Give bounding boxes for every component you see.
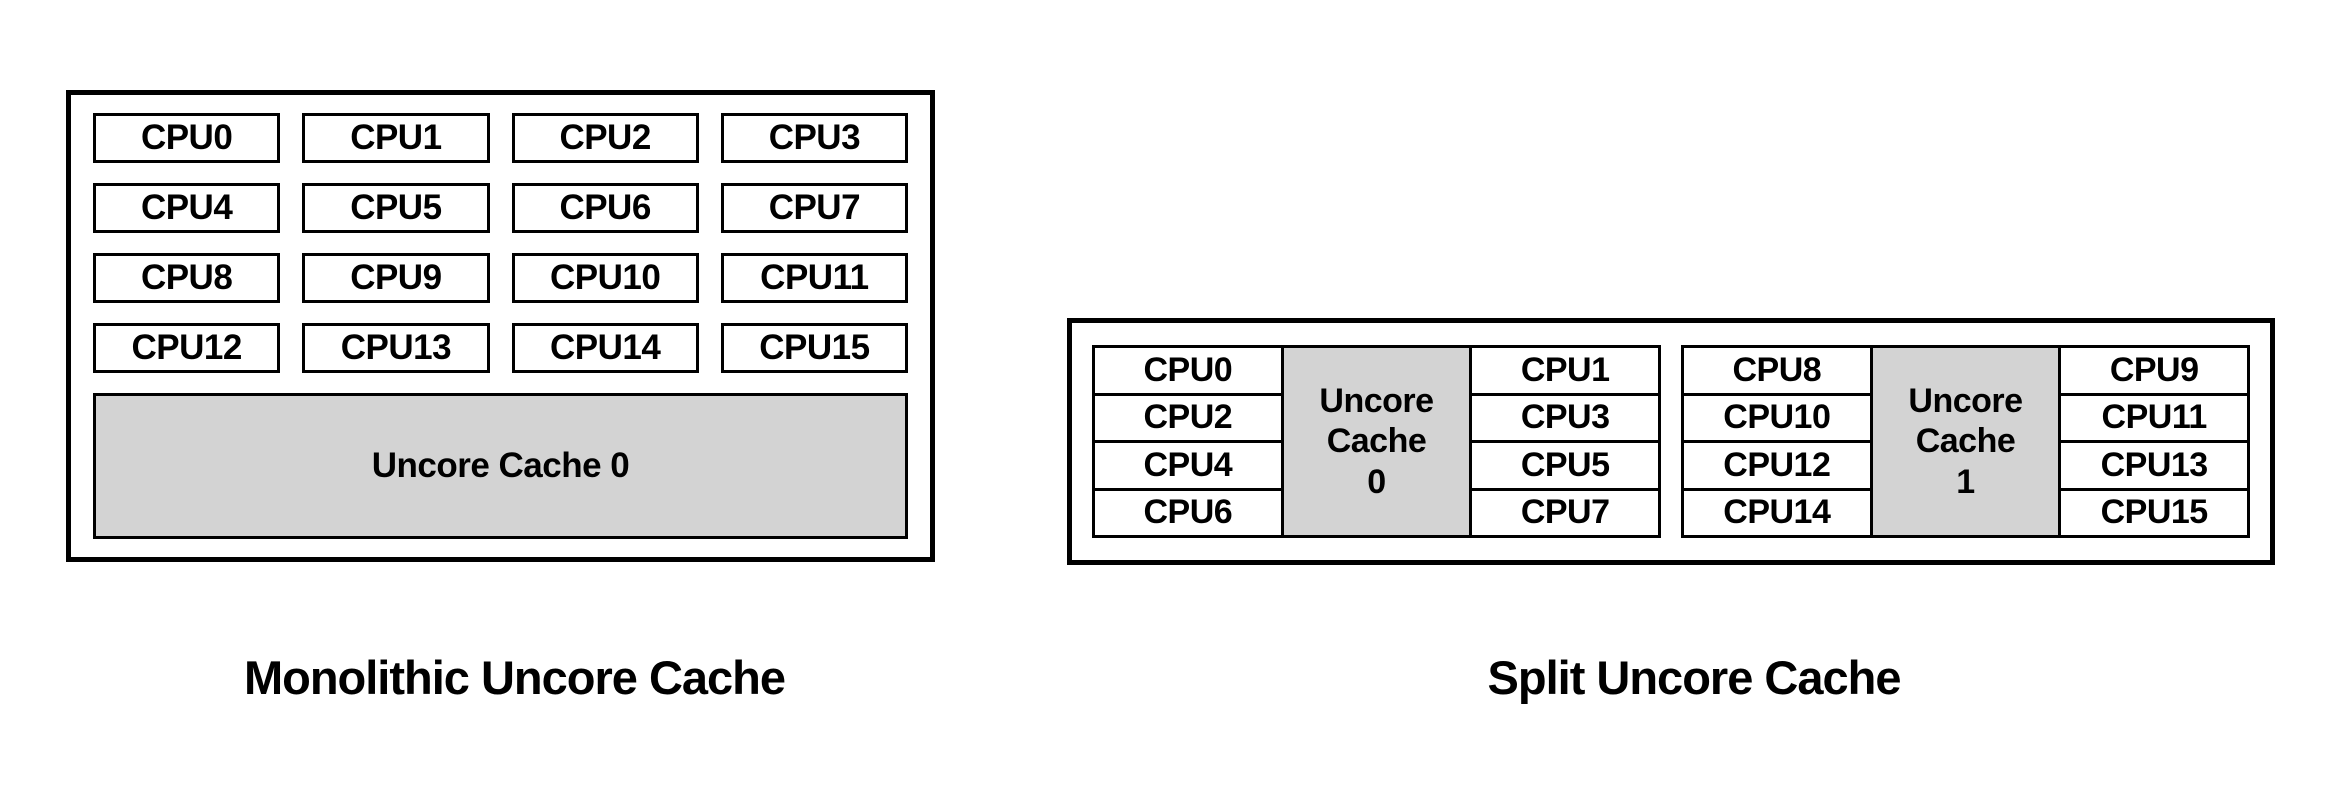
cpu-cell: CPU2 xyxy=(1095,395,1281,440)
cpu-cell: CPU15 xyxy=(2061,490,2247,535)
cpu-cell: CPU6 xyxy=(1095,490,1281,535)
uncore-cache-label-line: Cache xyxy=(1326,422,1427,461)
cpu-box: CPU3 xyxy=(720,113,908,163)
cpu-cell: CPU14 xyxy=(1684,490,1870,535)
monolithic-caption: Monolithic Uncore Cache xyxy=(243,651,786,704)
cpu-cell: CPU5 xyxy=(1472,443,1658,488)
cpu-box: CPU2 xyxy=(511,113,699,163)
cpu-cell: CPU4 xyxy=(1095,443,1281,488)
cpu-box: CPU12 xyxy=(93,323,281,373)
cpu-box: CPU9 xyxy=(302,253,490,303)
cpu-box: CPU8 xyxy=(93,253,281,303)
cpu-cell: CPU7 xyxy=(1472,490,1658,535)
cpu-cell: CPU8 xyxy=(1684,348,1870,393)
cpu-box: CPU13 xyxy=(302,323,490,373)
uncore-cache-label-line: Uncore xyxy=(1319,382,1434,421)
cpu-cell: CPU9 xyxy=(2061,348,2247,393)
cpu-box: CPU5 xyxy=(302,183,490,233)
cpu-cell: CPU10 xyxy=(1684,395,1870,440)
cpu-cell: CPU3 xyxy=(1472,395,1658,440)
uncore-cache-0-box: Uncore Cache 0 xyxy=(93,393,908,539)
uncore-cache-0-label: Uncore Cache 0 xyxy=(371,446,630,485)
cpu-box: CPU14 xyxy=(511,323,699,373)
uncore-cache-label-line: 1 xyxy=(1956,462,1975,501)
cpu-box: CPU15 xyxy=(720,323,908,373)
uncore-cache-label-line: Cache xyxy=(1915,422,2016,461)
cpu-box: CPU7 xyxy=(720,183,908,233)
cpu-cell: CPU11 xyxy=(2061,395,2247,440)
uncore-cache-label-line: 0 xyxy=(1367,462,1386,501)
uncore-cache-label-line: Uncore xyxy=(1908,382,2023,421)
cpu-box: CPU0 xyxy=(93,113,281,163)
cpu-box: CPU10 xyxy=(511,253,699,303)
cpu-cell: CPU12 xyxy=(1684,443,1870,488)
cpu-cell: CPU1 xyxy=(1472,348,1658,393)
cpu-cell: CPU13 xyxy=(2061,443,2247,488)
cpu-box: CPU4 xyxy=(93,183,281,233)
cpu-box: CPU11 xyxy=(720,253,908,303)
split-caption: Split Uncore Cache xyxy=(1487,651,1902,704)
cpu-box: CPU1 xyxy=(302,113,490,163)
cpu-box: CPU6 xyxy=(511,183,699,233)
cpu-cell: CPU0 xyxy=(1095,348,1281,393)
